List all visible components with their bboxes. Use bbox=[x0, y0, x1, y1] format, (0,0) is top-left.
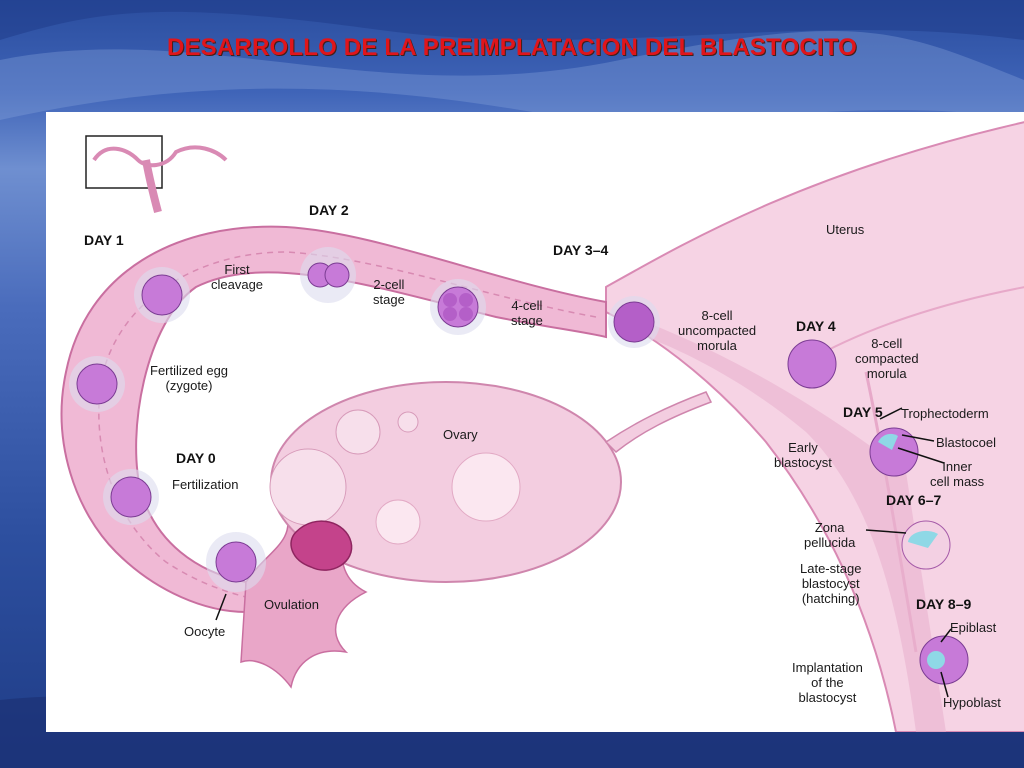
slide-title: DESARROLLO DE LA PREIMPLATACION DEL BLAS… bbox=[166, 34, 858, 61]
cell-4cell bbox=[430, 279, 486, 335]
blastocoel-label: Blastocoel bbox=[936, 435, 996, 450]
eight-cell-compacted-label: 8-cell compacted morula bbox=[855, 336, 919, 381]
day-8-9-label: DAY 8–9 bbox=[916, 596, 972, 612]
cell-zygote-2 bbox=[134, 267, 190, 323]
ovulation-label: Ovulation bbox=[264, 597, 319, 612]
two-cell-label: 2-cell stage bbox=[373, 277, 405, 307]
cell-8cell-compacted bbox=[787, 339, 837, 389]
day-2-label: DAY 2 bbox=[309, 202, 349, 218]
cell-late-blastocyst bbox=[901, 520, 951, 570]
epiblast-label: Epiblast bbox=[950, 620, 997, 635]
day-5-label: DAY 5 bbox=[843, 404, 883, 420]
inner-cell-mass-label: Inner cell mass bbox=[930, 459, 985, 489]
cell-2cell bbox=[300, 247, 356, 303]
eight-cell-uncompacted-label: 8-cell uncompacted morula bbox=[678, 308, 757, 353]
fertilization-label: Fertilization bbox=[172, 477, 239, 492]
four-cell-label: 4-cell stage bbox=[511, 298, 543, 328]
zona-pellucida-label: Zona pellucida bbox=[804, 520, 856, 550]
anatomy-illustration bbox=[60, 121, 1024, 732]
late-stage-blastocyst-label: Late-stage blastocyst (hatching) bbox=[800, 561, 862, 606]
trophectoderm-label: Trophectoderm bbox=[901, 406, 989, 421]
day-6-7-label: DAY 6–7 bbox=[886, 492, 942, 508]
inset-uterus-diagram bbox=[85, 135, 228, 214]
uterus-label: Uterus bbox=[826, 222, 865, 237]
day-0-label: DAY 0 bbox=[176, 450, 216, 466]
first-cleavage-label: First cleavage bbox=[211, 262, 264, 292]
fertilized-egg-label: Fertilized egg (zygote) bbox=[150, 363, 229, 393]
oocyte-label: Oocyte bbox=[184, 624, 226, 639]
cell-oocyte bbox=[206, 532, 266, 592]
hypoblast-label: Hypoblast bbox=[943, 695, 1001, 710]
early-blastocyst-label: Early blastocyst bbox=[774, 440, 832, 470]
cell-early-blastocyst bbox=[869, 427, 919, 477]
day-4-label: DAY 4 bbox=[796, 318, 836, 334]
cell-zygote-1 bbox=[69, 356, 125, 412]
ovary-label: Ovary bbox=[443, 427, 478, 442]
cell-8cell-uncompacted bbox=[608, 296, 660, 348]
diagram-figure: DAY 0 DAY 1 DAY 2 DAY 3–4 DAY 4 DAY 5 DA… bbox=[46, 112, 1024, 732]
day-1-label: DAY 1 bbox=[84, 232, 124, 248]
cell-fertilization bbox=[103, 469, 159, 525]
implantation-label: Implantation of the blastocyst bbox=[792, 660, 863, 705]
cell-implanting-blastocyst bbox=[919, 635, 969, 685]
day-3-4-label: DAY 3–4 bbox=[553, 242, 609, 258]
